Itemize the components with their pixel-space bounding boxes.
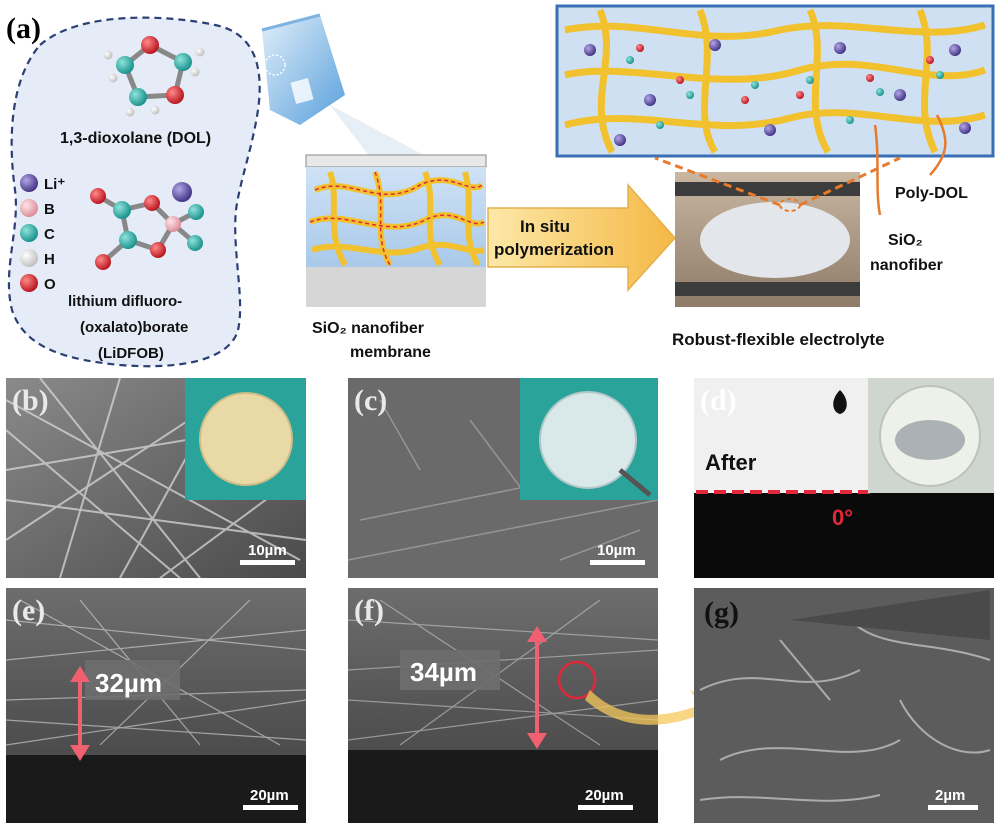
- panel-a-label: (a): [6, 12, 41, 45]
- panel-d-after: After: [705, 450, 757, 475]
- callout-line-left: [654, 156, 781, 207]
- panel-c: 10µm (c): [347, 378, 659, 578]
- atom-legend: Li⁺ B C H O: [20, 174, 65, 293]
- dol-label: 1,3-dioxolane (DOL): [60, 130, 211, 147]
- salt-label-3: (LiDFOB): [98, 345, 164, 362]
- panel-f-scale: 20µm: [585, 787, 624, 804]
- result-label: Robust-flexible electrolyte: [672, 330, 885, 349]
- electrolyte-photo: [675, 172, 860, 307]
- membrane-label-1: SiO₂ nanofiber: [312, 320, 424, 337]
- panel-d-angle: 0°: [832, 505, 853, 530]
- panel-f-thickness: 34µm: [410, 657, 477, 687]
- panel-d-label: (d): [700, 384, 737, 417]
- panel-g: 2µm (g): [694, 588, 994, 823]
- sio2-label-2: nanofiber: [870, 257, 943, 274]
- solution-blob: [7, 16, 261, 368]
- panel-c-label: (c): [354, 384, 387, 417]
- panel-g-label: (g): [704, 596, 739, 629]
- salt-label-2: (oxalato)borate: [80, 319, 188, 336]
- callout-line-right: [799, 156, 901, 207]
- panel-b: 10µm (b): [5, 377, 307, 579]
- panel-f: 34µm 20µm (f): [347, 588, 720, 823]
- legend-h: H: [44, 251, 55, 268]
- arrow-label-1: In situ: [520, 217, 570, 236]
- pointer-sio2: [873, 124, 882, 216]
- beaker-icon: [261, 13, 345, 125]
- panel-f-label: (f): [354, 594, 384, 627]
- panel-d: After 0° (d): [694, 378, 994, 578]
- pointer-poly: [929, 114, 947, 176]
- arrow-label-2: polymerization: [494, 240, 614, 259]
- legend-li: Li⁺: [44, 176, 65, 193]
- polymerization-arrow: [487, 183, 677, 292]
- panel-g-scale: 2µm: [935, 787, 965, 804]
- legend-b: B: [44, 201, 55, 218]
- sio2-label-1: SiO₂: [888, 232, 923, 249]
- legend-o: O: [44, 276, 56, 293]
- panel-a: (a) 1,3-dioxolane (DOL) Li⁺: [6, 4, 995, 368]
- lidfob-molecule: [90, 182, 204, 270]
- panel-e-label: (e): [12, 594, 45, 627]
- network-schematic: [555, 4, 995, 158]
- membrane-label-2: membrane: [350, 344, 431, 361]
- panel-c-scale: 10µm: [597, 542, 636, 559]
- membrane-schematic: [305, 154, 487, 307]
- poly-label: Poly-DOL: [895, 185, 968, 202]
- panel-b-scale: 10µm: [248, 542, 287, 559]
- dol-molecule: [103, 36, 205, 117]
- panel-e: 32µm 20µm (e): [5, 588, 307, 823]
- salt-label-1: lithium difluoro-: [68, 293, 182, 310]
- panel-e-thickness: 32µm: [95, 668, 162, 698]
- zoom-arrow: [585, 690, 720, 730]
- panel-e-scale: 20µm: [250, 787, 289, 804]
- panel-b-label: (b): [12, 384, 49, 417]
- legend-c: C: [44, 226, 55, 243]
- pour-cone: [330, 105, 452, 170]
